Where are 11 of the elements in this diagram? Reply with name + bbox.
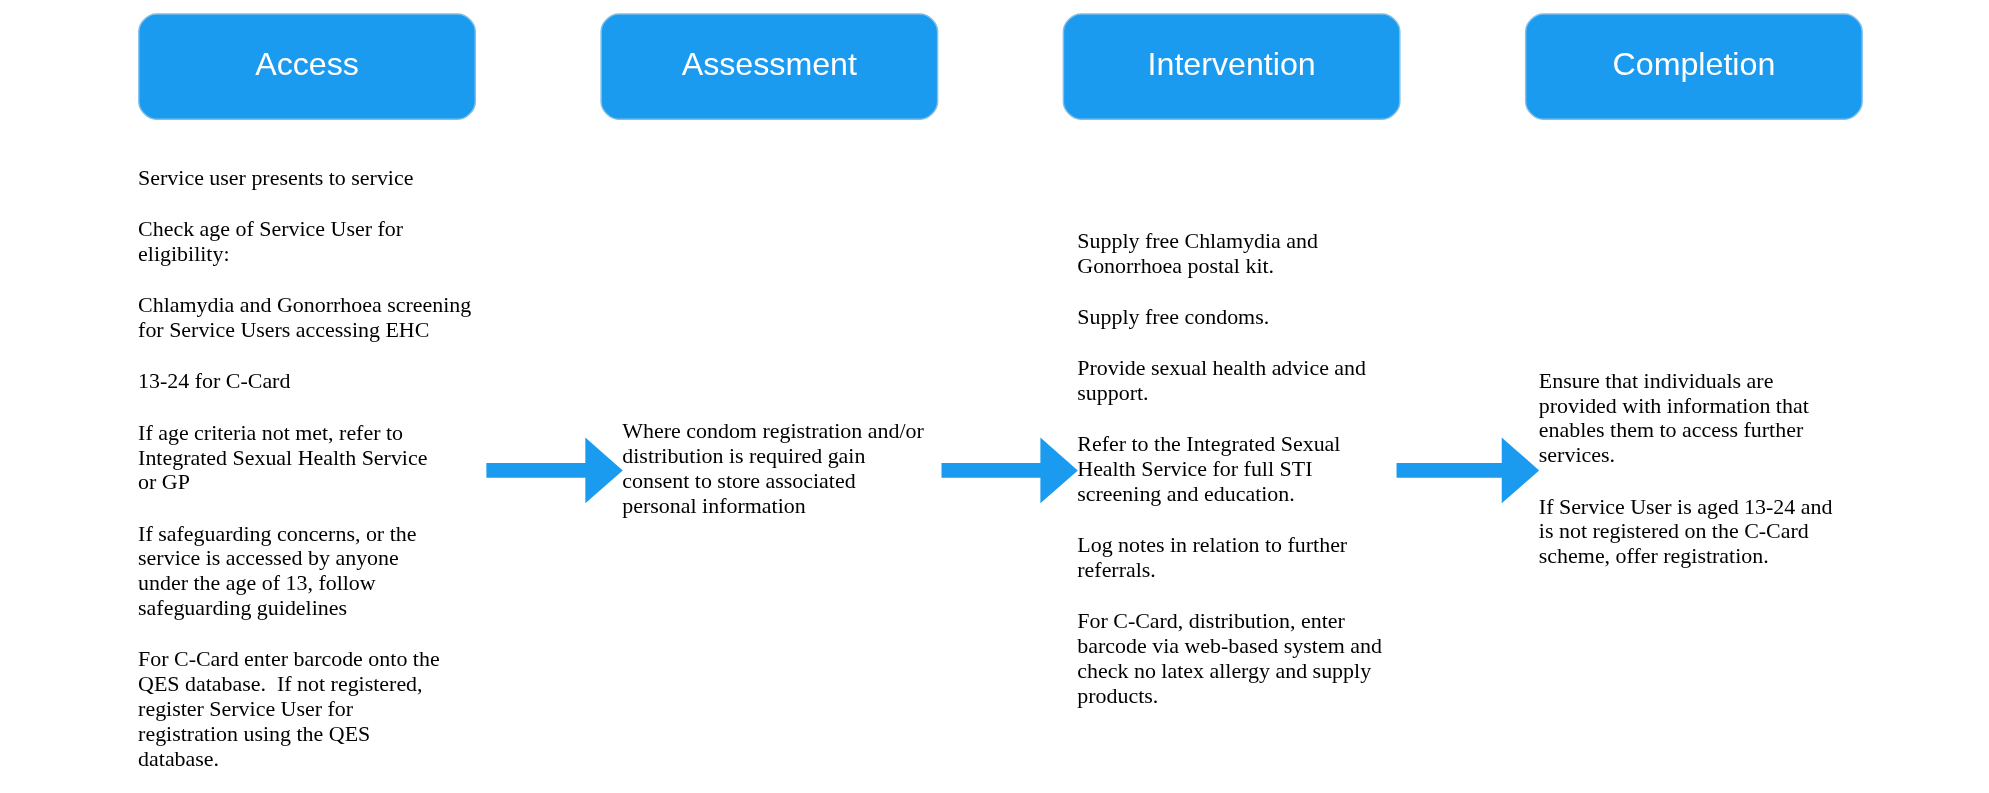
node-text: Service user presents to service Check age of Service User for eligibility: Chlamydia and Gonorrhoea screening for Service Users accessing EHC 13-24 for C-Card If age criteria not met, refer to Integrated Sexual Health Service or GP If safeguarding concerns, or the service is accessed by anyone under the age of 13, follow safeguarding guidelines For C-Card enter barcode onto the QES database. If not registered, register Service User for registration using the QES database.	[137, 165, 471, 771]
arrow	[485, 437, 623, 504]
node-box: Assessment	[599, 13, 938, 120]
arrow	[941, 437, 1078, 504]
node-text: Supply free Chlamydia and Gonorrhoea postal kit. Supply free condoms. Provide sexual health advice and support. Refer to the Integrated Sexual Health Service for full STI screening and education. Log notes in relation to further referrals. For C-Card, distribution, enter barcode via web-based system and check no latex allergy and supply products.	[1076, 228, 1382, 708]
node-box: Intervention	[1062, 13, 1401, 120]
node-text: Where condom registration and/or distribution is required gain consent to store associated personal information	[621, 418, 924, 518]
node-text: Ensure that individuals are provided with information that enables them to access further services. If Service User is aged 13-24 and is not registered on the C-Card scheme, offer registration.	[1538, 367, 1832, 569]
node-box: Access	[137, 13, 476, 120]
node-box: Completion	[1524, 13, 1863, 120]
arrow	[1396, 437, 1539, 504]
